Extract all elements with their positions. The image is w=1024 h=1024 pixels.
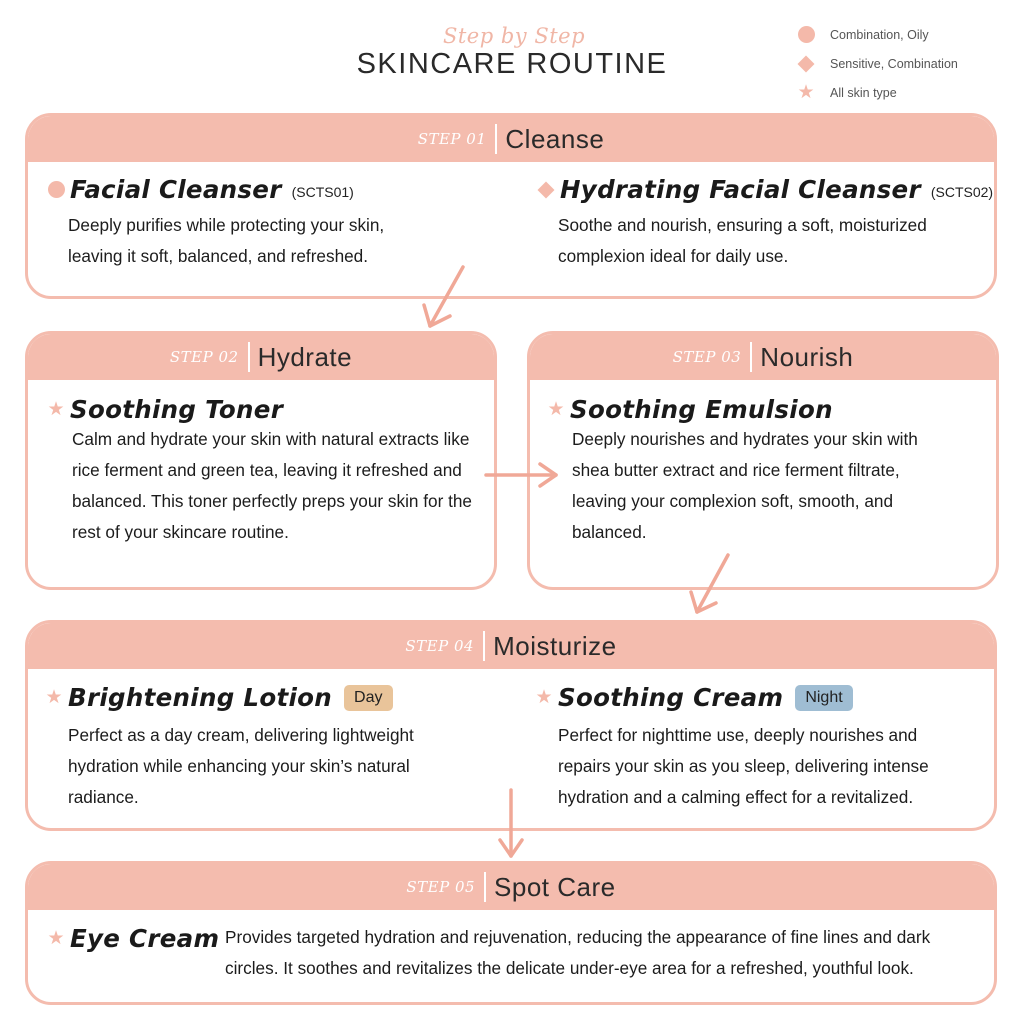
product-facial-cleanser: Facial Cleanser (SCTS01) Deeply purifies…	[46, 175, 486, 272]
step-title: Nourish	[760, 341, 854, 372]
legend-label: Sensitive, Combination	[830, 56, 958, 71]
product-soothing-cream: ★ Soothing Cream Night Perfect for night…	[534, 683, 994, 813]
header-divider	[484, 872, 487, 902]
step-label: STEP 03	[672, 348, 742, 366]
step-header: STEP 03 Nourish	[530, 334, 996, 380]
step-card-nourish: STEP 03 Nourish ★ Soothing Emulsion Deep…	[527, 331, 999, 590]
product-name: Hydrating Facial Cleanser	[560, 175, 921, 204]
star-icon: ★	[797, 81, 815, 103]
legend-label: All skin type	[830, 85, 897, 100]
circle-icon	[797, 26, 815, 43]
product-description: Deeply purifies while protecting your sk…	[68, 215, 385, 266]
step-header: STEP 04 Moisturize	[28, 623, 994, 669]
step-label: STEP 05	[406, 878, 476, 896]
step-title: Spot Care	[494, 871, 616, 902]
step-header: STEP 01 Cleanse	[28, 116, 994, 162]
step-label: STEP 04	[405, 637, 475, 655]
product-description: Soothe and nourish, ensuring a soft, moi…	[558, 215, 927, 266]
night-badge: Night	[795, 684, 853, 711]
legend-item-star: ★ All skin type	[796, 78, 1016, 107]
step-title: Cleanse	[505, 123, 605, 154]
legend-item-circle: Combination, Oily	[796, 20, 1016, 49]
header-divider	[495, 124, 498, 154]
product-eye-cream: ★ Eye Cream	[46, 924, 236, 953]
step-label: STEP 02	[169, 348, 239, 366]
step-label: STEP 01	[417, 130, 487, 148]
product-name: Facial Cleanser	[70, 175, 282, 204]
product-code: (SCTS02)	[930, 183, 994, 200]
product-brightening-lotion: ★ Brightening Lotion Day Perfect as a da…	[44, 683, 504, 813]
product-name: Soothing Toner	[70, 395, 284, 424]
step-card-spot-care: STEP 05 Spot Care ★ Eye Cream Provides t…	[25, 861, 997, 1005]
header-divider	[247, 342, 250, 372]
star-icon: ★	[535, 686, 553, 708]
product-hydrating-facial-cleanser: Hydrating Facial Cleanser (SCTS02) Sooth…	[536, 175, 994, 272]
diamond-icon	[797, 55, 815, 72]
product-name: Soothing Emulsion	[570, 395, 833, 424]
product-description: Provides targeted hydration and rejuvena…	[225, 927, 931, 978]
star-icon: ★	[47, 927, 65, 949]
product-name: Brightening Lotion	[68, 683, 333, 712]
step-title: Moisturize	[493, 630, 617, 661]
diamond-icon	[537, 181, 555, 198]
step-card-cleanse: STEP 01 Cleanse Facial Cleanser (SCTS01)…	[25, 113, 997, 299]
page-title: SKINCARE ROUTINE	[356, 48, 668, 80]
legend-item-diamond: Sensitive, Combination	[796, 49, 1016, 78]
header-divider	[750, 342, 753, 372]
product-description: Calm and hydrate your skin with natural …	[72, 429, 472, 542]
header-script-title: Step by Step	[442, 24, 586, 48]
step-card-hydrate: STEP 02 Hydrate ★ Soothing Toner Calm an…	[25, 331, 497, 590]
product-description: Perfect for nighttime use, deeply nouris…	[558, 725, 929, 807]
product-name: Eye Cream	[70, 924, 220, 953]
circle-icon	[47, 181, 65, 198]
step-title: Hydrate	[257, 341, 353, 372]
star-icon: ★	[547, 398, 565, 420]
product-name: Soothing Cream	[558, 683, 784, 712]
step-card-moisturize: STEP 04 Moisturize ★ Brightening Lotion …	[25, 620, 997, 831]
step-header: STEP 02 Hydrate	[28, 334, 494, 380]
product-soothing-toner: ★ Soothing Toner Calm and hydrate your s…	[46, 395, 476, 548]
legend-label: Combination, Oily	[830, 27, 929, 42]
product-description: Deeply nourishes and hydrates your skin …	[572, 429, 918, 542]
star-icon: ★	[45, 686, 63, 708]
header-divider	[483, 631, 486, 661]
star-icon: ★	[47, 398, 65, 420]
legend: Combination, Oily Sensitive, Combination…	[796, 20, 1016, 107]
step-header: STEP 05 Spot Care	[28, 864, 994, 910]
product-code: (SCTS01)	[291, 183, 354, 200]
day-badge: Day	[344, 684, 393, 711]
product-description: Perfect as a day cream, delivering light…	[68, 725, 414, 807]
product-soothing-emulsion: ★ Soothing Emulsion Deeply nourishes and…	[546, 395, 976, 548]
header: Step by Step SKINCARE ROUTINE	[0, 24, 1024, 81]
